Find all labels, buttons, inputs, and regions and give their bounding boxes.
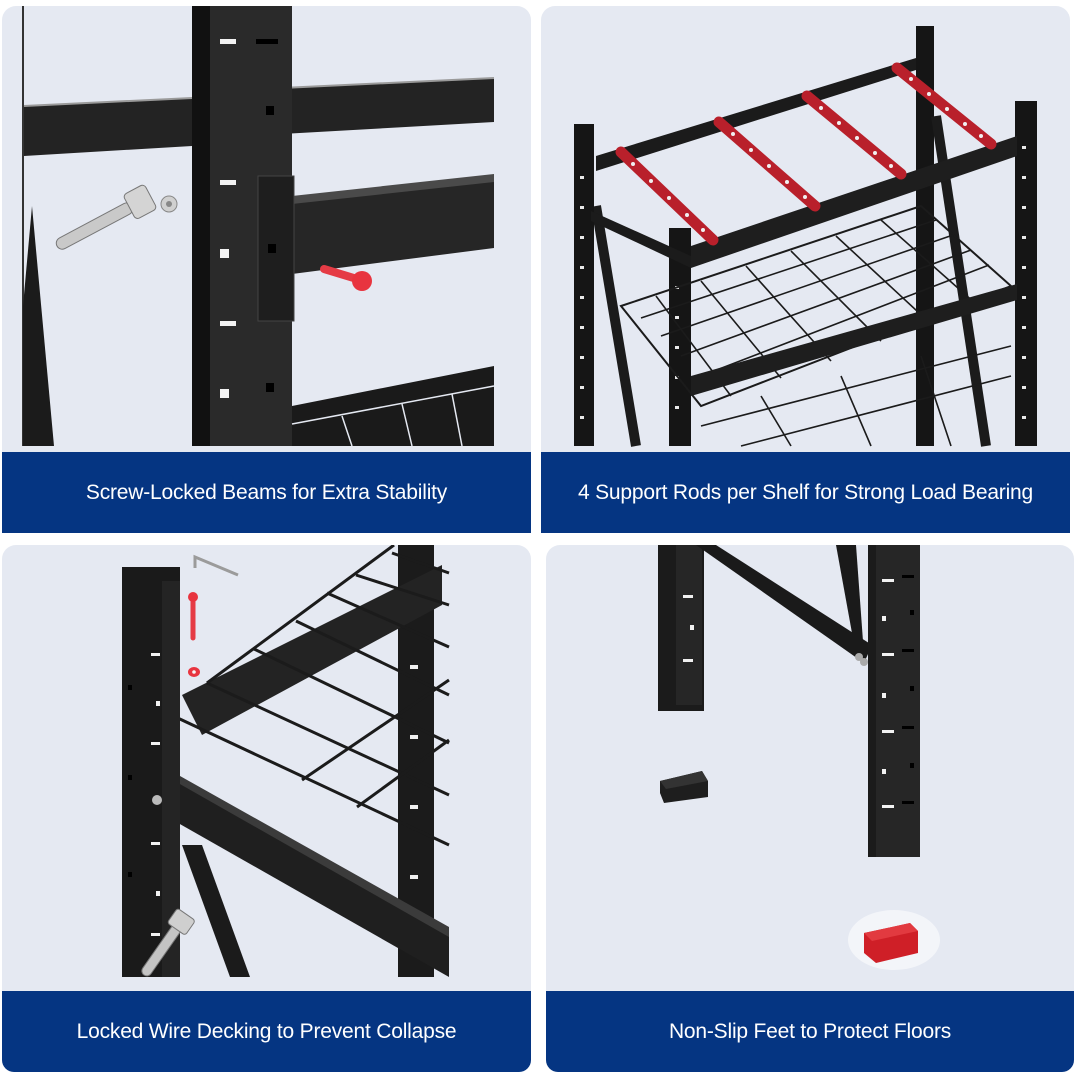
feature-image-support-rods [541,6,1070,452]
feature-card-non-slip-feet: Non-Slip Feet to Protect Floors [546,545,1074,1072]
feature-card-support-rods: 4 Support Rods per Shelf for Strong Load… [541,6,1070,533]
feature-card-screw-locked-beams: Screw-Locked Beams for Extra Stability [2,6,531,533]
feature-image-locked-wire-decking [2,545,531,991]
feature-caption: Locked Wire Decking to Prevent Collapse [2,991,531,1072]
feature-caption: 4 Support Rods per Shelf for Strong Load… [541,452,1070,533]
feature-card-locked-wire-decking: Locked Wire Decking to Prevent Collapse [2,545,531,1072]
feature-caption: Screw-Locked Beams for Extra Stability [2,452,531,533]
feature-image-non-slip-feet [546,545,1074,991]
feature-caption: Non-Slip Feet to Protect Floors [546,991,1074,1072]
feature-image-screw-locked-beams [2,6,531,452]
